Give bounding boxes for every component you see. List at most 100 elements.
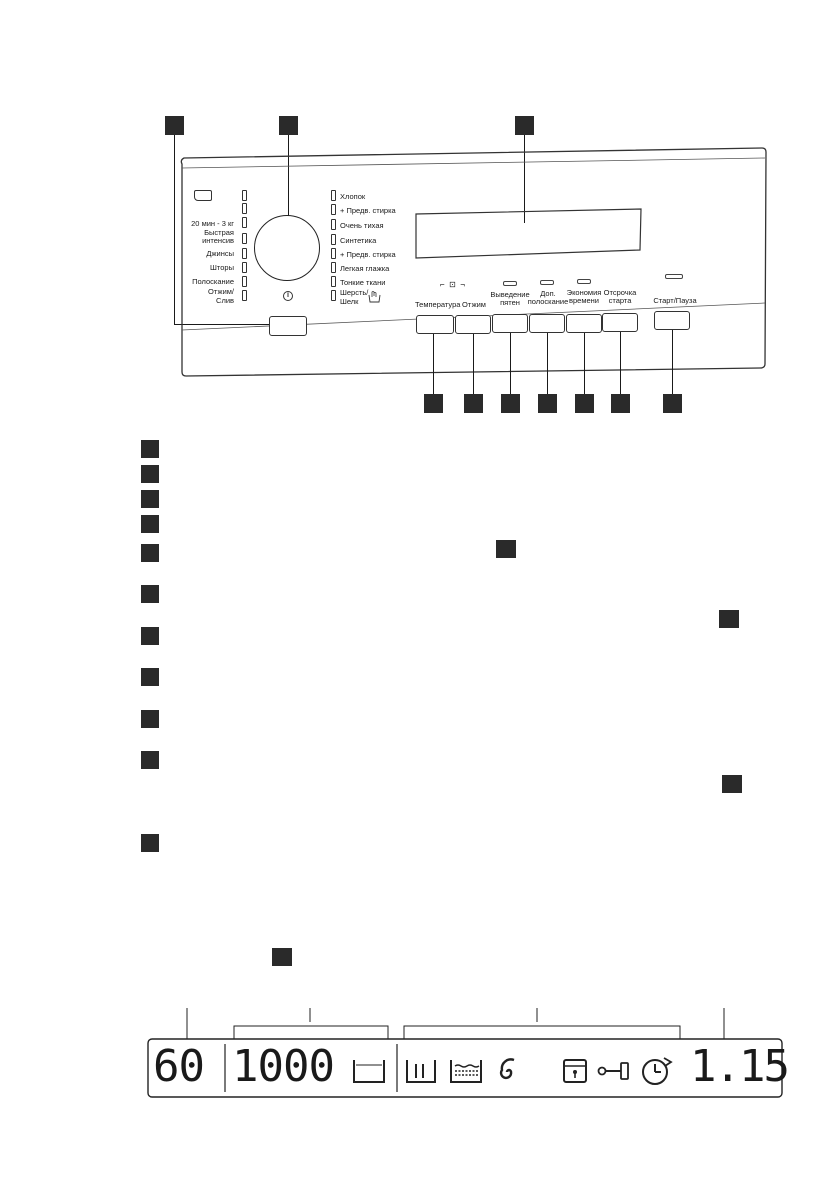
led-left-1 (242, 190, 247, 201)
delay-label: Отсрочка старта (603, 288, 637, 305)
legend-marker-5 (141, 544, 159, 562)
legend-marker-4 (141, 515, 159, 533)
stain-label: Выведение пятен (490, 290, 530, 307)
timesave-button[interactable] (566, 314, 602, 333)
door-lock-icon (563, 1059, 587, 1083)
leader-7 (547, 333, 548, 396)
program-left-5: Полоскание (192, 277, 234, 286)
lcd-display (147, 1038, 783, 1098)
leader-6 (510, 333, 511, 396)
led-right-8 (331, 290, 336, 301)
temp-spin-bracket: ⌐ ⊡ ¬ (440, 280, 465, 289)
callout-8 (575, 394, 594, 413)
program-right-4: Синтетика (340, 236, 377, 245)
legend-marker-7 (141, 627, 159, 645)
program-right-2: + Предв. стирка (340, 206, 396, 215)
leader-9 (620, 332, 621, 396)
led-left-3 (242, 217, 247, 228)
led-right-2 (331, 204, 336, 215)
callout-5 (464, 394, 483, 413)
delay-start-icon (642, 1057, 673, 1085)
legend-inline-marker-6 (719, 610, 739, 628)
spin-button[interactable] (455, 315, 491, 334)
led-timesave (577, 279, 591, 284)
program-right-1: Хлопок (340, 192, 366, 201)
led-stain (503, 281, 517, 286)
callout-1 (165, 116, 184, 135)
program-right-7: Тонкие ткани (340, 278, 386, 287)
led-right-4 (331, 234, 336, 245)
temperature-button[interactable] (416, 315, 454, 334)
prewash-icon (406, 1060, 436, 1083)
led-left-8 (242, 290, 247, 301)
leader-5 (473, 334, 474, 396)
led-left-4 (242, 233, 247, 244)
timesave-label: Экономия времени (566, 288, 602, 305)
legend-marker-11 (141, 834, 159, 852)
callout-10 (663, 394, 682, 413)
legend-marker-3 (141, 490, 159, 508)
program-left-3: Джинсы (206, 249, 234, 258)
led-right-6 (331, 262, 336, 273)
led-right-7 (331, 276, 336, 287)
lcd-time: 1.15 (690, 1041, 790, 1092)
led-start (665, 274, 683, 279)
start-pause-button[interactable] (654, 311, 690, 330)
callout-7 (538, 394, 557, 413)
leader-1 (174, 135, 175, 325)
wash-symbol-icon (194, 190, 212, 201)
program-dial[interactable] (254, 215, 320, 281)
led-left-2 (242, 203, 247, 214)
legend-inline-marker-5 (496, 540, 516, 558)
display-window (415, 208, 642, 259)
rinse-icon (450, 1060, 482, 1083)
leader-1b (174, 324, 270, 325)
legend-marker-9 (141, 710, 159, 728)
callout-9 (611, 394, 630, 413)
drum-icon (353, 1060, 385, 1083)
program-left-6: Отжим/ Слив (208, 287, 234, 305)
legend-inline-marker-10 (722, 775, 742, 793)
led-right-1 (331, 190, 336, 201)
legend-marker-8 (141, 668, 159, 686)
on-off-button[interactable] (269, 316, 307, 336)
temperature-label: Температура (415, 300, 461, 309)
start-label: Старт/Пауза (653, 296, 697, 305)
program-right-3: Очень тихая (340, 221, 384, 230)
program-left-4: Шторы (210, 263, 234, 272)
led-left-6 (242, 262, 247, 273)
callout-4 (424, 394, 443, 413)
lcd-temperature: 60 (153, 1041, 205, 1092)
leader-8 (584, 333, 585, 396)
callout-2 (279, 116, 298, 135)
program-right-6: Легкая глажка (340, 264, 390, 273)
program-left-2: Быстрая интенсив (202, 228, 234, 245)
power-icon (283, 291, 293, 301)
spin-label: Отжим (462, 300, 486, 309)
legend-marker-10 (141, 751, 159, 769)
rinse-button[interactable] (529, 314, 565, 333)
handwash-icon (368, 291, 381, 303)
program-left-1: 20 мин - 3 кг (191, 219, 234, 228)
leader-10 (672, 330, 673, 396)
lcd-spin-speed: 1000 (232, 1041, 335, 1092)
callout-6 (501, 394, 520, 413)
stain-button[interactable] (492, 314, 528, 333)
leader-2 (288, 135, 289, 216)
delay-button[interactable] (602, 313, 638, 332)
legend-marker-6 (141, 585, 159, 603)
legend-marker-1 (141, 440, 159, 458)
callout-3 (515, 116, 534, 135)
program-right-5: + Предв. стирка (340, 250, 396, 259)
display-section-marker (272, 948, 292, 966)
led-left-5 (242, 248, 247, 259)
led-right-5 (331, 248, 336, 259)
leader-4 (433, 334, 434, 396)
leader-3 (524, 135, 525, 223)
lcd-callout-lines (186, 1008, 725, 1042)
spin-icon (499, 1058, 515, 1080)
led-rinse (540, 280, 554, 285)
led-right-3 (331, 219, 336, 230)
rinse-label: Доп. полоскание (527, 289, 569, 306)
program-right-8: Шерсть/ Шелк (340, 288, 369, 306)
